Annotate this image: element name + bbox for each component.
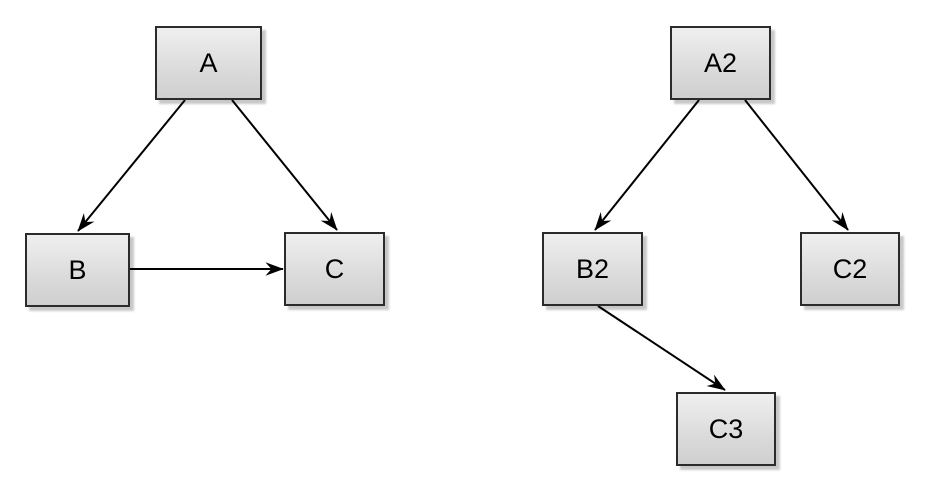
node-b2[interactable]: B2 (542, 232, 643, 306)
node-c2[interactable]: C2 (800, 232, 900, 306)
node-label: B (68, 254, 87, 285)
node-label: A (199, 47, 218, 78)
node-a[interactable]: A (155, 26, 262, 100)
edges-group (77, 99, 849, 391)
node-label: A2 (703, 47, 738, 78)
node-label: C3 (708, 413, 744, 444)
edge-a2-c2[interactable] (744, 99, 849, 231)
edge-a2-b2[interactable] (594, 99, 700, 231)
node-c3[interactable]: C3 (676, 392, 776, 466)
edge-a-b[interactable] (77, 99, 186, 232)
node-a2[interactable]: A2 (670, 26, 771, 100)
node-c[interactable]: C (284, 232, 385, 306)
edge-b2-c3[interactable] (597, 305, 726, 391)
node-label: C2 (832, 253, 868, 284)
node-b[interactable]: B (25, 233, 130, 307)
node-label: B2 (575, 253, 610, 284)
edge-a-c[interactable] (231, 99, 338, 231)
node-label: C (324, 253, 345, 284)
